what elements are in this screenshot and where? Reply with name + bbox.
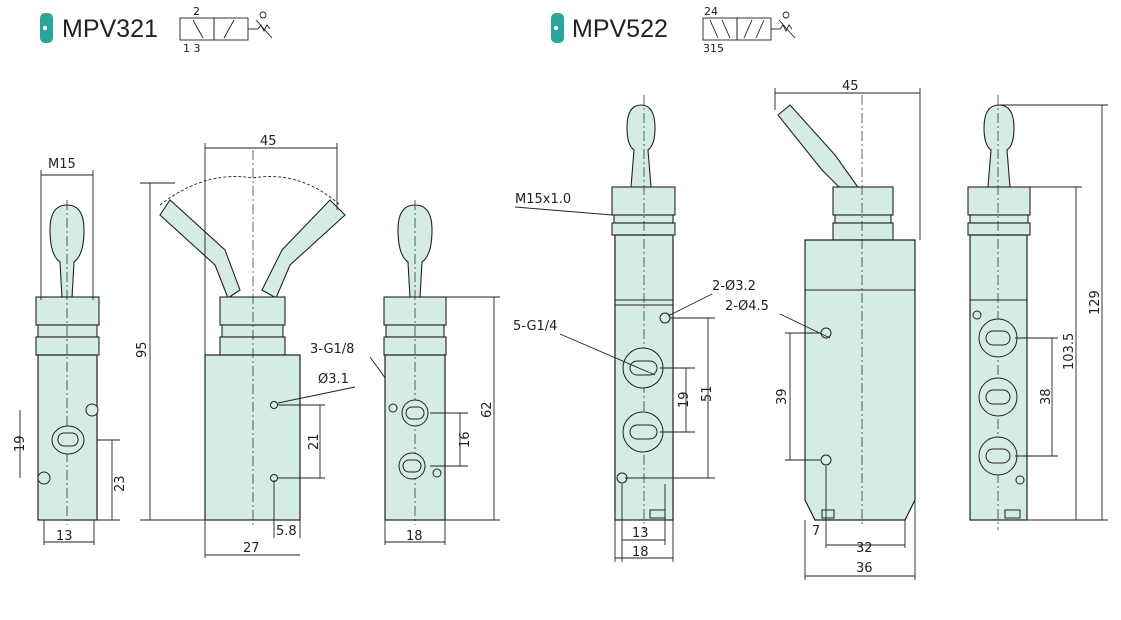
dim-hole-to-port: 51 <box>700 385 715 402</box>
valve-body <box>804 239 916 521</box>
lever-right <box>261 199 346 299</box>
mpv321-back-view: 16 62 18 <box>383 200 500 545</box>
symbol-port-top: 2 <box>193 5 200 18</box>
valve-body <box>204 354 301 521</box>
model-title: MPV522 <box>572 15 668 43</box>
dim-lever-span: 45 <box>260 134 277 149</box>
valve-symbol-5-2: 24 315 <box>702 5 796 55</box>
lever-left <box>159 199 241 299</box>
lever-handle <box>777 104 861 199</box>
label-hole: Ø3.1 <box>318 372 349 387</box>
dim-body-height: 103.5 <box>1062 333 1077 370</box>
lever-handle <box>49 204 85 299</box>
dim-height: 95 <box>135 341 150 358</box>
lever-handle <box>626 104 656 188</box>
model-header-mpv522: MPV522 24 315 <box>551 5 796 55</box>
mpv321-front-view: M15 19 23 13 <box>13 157 128 545</box>
symbol-port-bottom: 315 <box>703 42 724 55</box>
symbol-port-bottom: 1 3 <box>183 42 201 55</box>
mpv321-side-view: 45 95 3-G1/8 Ø3.1 21 5.8 27 <box>135 134 413 558</box>
dim-width: 36 <box>856 561 873 576</box>
dim-width: 18 <box>632 545 649 560</box>
label-holes: 2-Ø3.2 <box>712 279 756 294</box>
dim-hole-spacing: 21 <box>307 433 322 450</box>
dim-body-height: 62 <box>480 401 495 418</box>
dim-height: 129 <box>1088 290 1103 315</box>
dim-hole-height: 23 <box>113 475 128 492</box>
dim-width: 13 <box>56 529 73 544</box>
label-ports: 3-G1/8 <box>310 342 354 357</box>
dim-thread: M15 <box>48 157 76 172</box>
dim-inner-width: 13 <box>632 526 649 541</box>
dim-port-spacing: 16 <box>458 431 473 448</box>
dim-thread: M15x1.0 <box>515 192 571 207</box>
model-title: MPV321 <box>62 15 158 43</box>
dim-port-spacing: 38 <box>1039 388 1054 405</box>
dim-inner-width: 32 <box>856 541 873 556</box>
symbol-port-top: 24 <box>704 5 718 18</box>
dim-offset: 7 <box>812 524 820 539</box>
dim-hole-spacing: 39 <box>775 388 790 405</box>
mpv522-side-view: 45 2-Ø4.5 39 7 32 36 <box>725 79 921 580</box>
dim-lever-span: 45 <box>842 79 859 94</box>
model-header-mpv321: MPV321 2 1 3 <box>40 5 273 55</box>
dim-width: 18 <box>406 529 423 544</box>
label-holes: 2-Ø4.5 <box>725 299 769 314</box>
dim-port-pitch: 19 <box>677 391 692 408</box>
dim-port-height: 19 <box>13 435 28 452</box>
label-ports: 5-G1/4 <box>513 319 557 334</box>
lever-handle <box>983 104 1015 188</box>
dim-offset: 5.8 <box>276 524 297 539</box>
valve-symbol-3-2: 2 1 3 <box>179 5 273 55</box>
lever-handle <box>397 204 433 299</box>
mpv522-back-view: 38 103.5 129 <box>967 95 1108 530</box>
mpv522-front-view: M15x1.0 2-Ø3.2 5-G1/4 19 51 13 18 <box>513 95 756 562</box>
dim-width: 27 <box>243 541 260 556</box>
